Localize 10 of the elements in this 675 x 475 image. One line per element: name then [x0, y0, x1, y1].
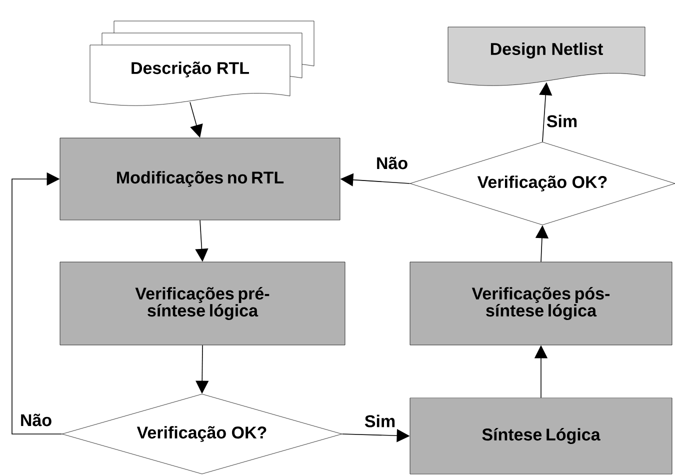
- process-box: Síntese Lógica: [410, 398, 672, 474]
- edge-label: Sim: [363, 414, 397, 428]
- process-box: Modificações no RTL: [60, 138, 340, 220]
- process-box: Verificações pré-síntese lógica: [60, 262, 346, 346]
- edge-label: Não: [374, 156, 410, 170]
- document-stack: Descrição RTL: [90, 20, 314, 106]
- edge-label: Sim: [545, 114, 579, 128]
- process-box: Verificações pós-síntese lógica: [410, 262, 672, 346]
- arrow: [12, 172, 62, 434]
- edge-label: Não: [18, 412, 54, 428]
